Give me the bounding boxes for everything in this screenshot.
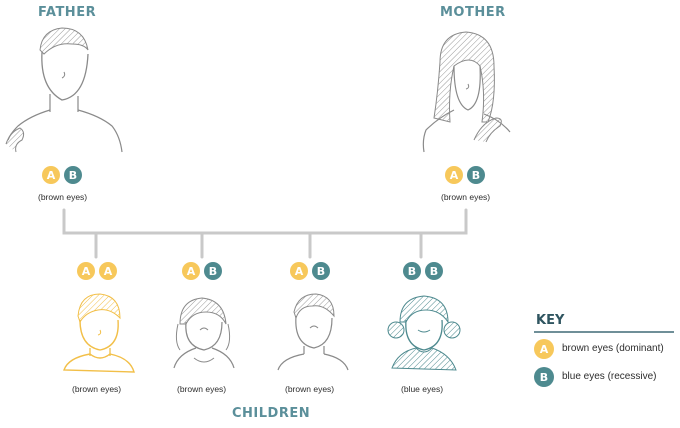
child-2-allele-2: B: [204, 262, 222, 280]
child-2-caption: (brown eyes): [177, 384, 227, 394]
child-2-illustration: [173, 297, 235, 369]
child-1-illustration: [63, 293, 135, 373]
children-title: CHILDREN: [232, 406, 311, 421]
mother-illustration: [422, 31, 511, 153]
child-3-caption: (brown eyes): [285, 384, 335, 394]
key-allele-a: A: [534, 339, 554, 359]
child-1-caption: (brown eyes): [72, 384, 122, 394]
key-allele-b: B: [534, 367, 554, 387]
child-3-illustration: [277, 293, 349, 371]
key-text-b: blue eyes (recessive): [562, 371, 657, 382]
child-4-illustration: [387, 295, 461, 371]
mother-title: MOTHER: [440, 5, 506, 20]
father-allele-1: A: [42, 166, 60, 184]
child-3-allele-1: A: [290, 262, 308, 280]
key-title: KEY: [536, 313, 565, 328]
child-4-allele-1: B: [403, 262, 421, 280]
father-allele-2: B: [64, 166, 82, 184]
key-divider: [534, 331, 674, 333]
father-illustration: [5, 27, 123, 153]
child-3-allele-2: B: [312, 262, 330, 280]
child-1-allele-2: A: [99, 262, 117, 280]
mother-allele-1: A: [445, 166, 463, 184]
child-2-allele-1: A: [182, 262, 200, 280]
child-1-allele-1: A: [77, 262, 95, 280]
child-4-allele-2: B: [425, 262, 443, 280]
mother-allele-2: B: [467, 166, 485, 184]
key-text-a: brown eyes (dominant): [562, 343, 664, 354]
father-caption: (brown eyes): [38, 192, 88, 202]
child-4-caption: (blue eyes): [401, 384, 444, 394]
father-title: FATHER: [38, 5, 97, 20]
mother-caption: (brown eyes): [441, 192, 491, 202]
